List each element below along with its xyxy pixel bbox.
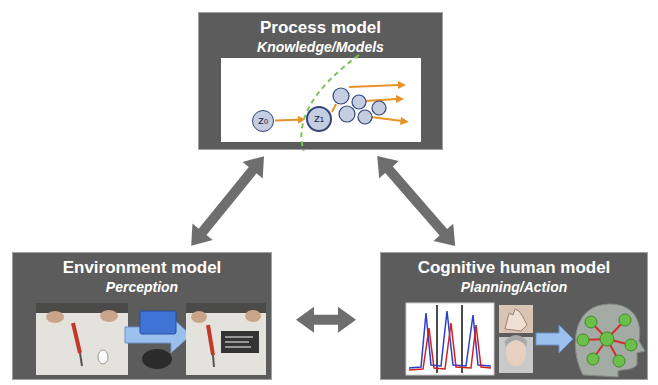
process-arrow bbox=[536, 325, 573, 353]
overlay-line bbox=[225, 336, 253, 338]
model-box: Process modelKnowledge/Models z₀ z₁ bbox=[198, 12, 443, 150]
info-overlay bbox=[221, 331, 259, 353]
network-node bbox=[585, 316, 597, 328]
transition-arrow bbox=[275, 116, 305, 124]
face-photo bbox=[499, 337, 533, 373]
network-node bbox=[613, 355, 625, 367]
photo-ground bbox=[36, 303, 128, 375]
state-circle: z₀ bbox=[252, 110, 274, 132]
result-photo bbox=[186, 303, 266, 375]
overlay-line bbox=[225, 341, 249, 343]
screwdriver-shaft bbox=[80, 353, 82, 366]
network-nodes bbox=[577, 314, 637, 367]
state-label: z₀ bbox=[258, 115, 268, 127]
scene-photo bbox=[36, 303, 128, 375]
hand bbox=[245, 310, 261, 322]
hand bbox=[191, 311, 207, 323]
photo-ground bbox=[186, 303, 266, 375]
double-arrow bbox=[377, 156, 455, 246]
signal-plot bbox=[406, 303, 494, 375]
hand bbox=[100, 310, 118, 322]
hand bbox=[46, 311, 64, 323]
network-node bbox=[577, 334, 589, 346]
model-subtitle: Knowledge/Models bbox=[199, 38, 442, 56]
hand-photo bbox=[499, 305, 533, 333]
arrow-head bbox=[400, 117, 409, 125]
horizon-arc bbox=[301, 55, 359, 151]
state-circle: z₁ bbox=[306, 106, 332, 132]
face-shape bbox=[506, 340, 526, 366]
signal-trace bbox=[409, 311, 491, 368]
state-circle bbox=[339, 106, 355, 122]
transition-line bbox=[349, 85, 399, 87]
network-node bbox=[600, 332, 614, 346]
hand-shape bbox=[505, 309, 527, 331]
model-subtitle: Perception bbox=[13, 278, 271, 296]
model-subtitle: Planning/Action bbox=[381, 278, 647, 296]
network-node bbox=[625, 339, 637, 351]
transition-line bbox=[332, 104, 336, 112]
state-circles bbox=[333, 88, 386, 124]
transition-line bbox=[371, 117, 402, 121]
model-box: Environment modelPerception bbox=[12, 252, 272, 380]
state-circle bbox=[358, 110, 372, 124]
state-circle bbox=[372, 101, 386, 115]
double-arrow bbox=[296, 307, 356, 333]
screwdriver-shaft bbox=[213, 355, 214, 367]
transition-heads bbox=[396, 81, 409, 125]
sensor-device bbox=[140, 311, 176, 334]
sensor-glove bbox=[142, 349, 172, 369]
arrow-head bbox=[396, 95, 404, 103]
picture-ground bbox=[221, 58, 421, 142]
plot-marker bbox=[436, 305, 438, 373]
signal-trace bbox=[409, 323, 491, 370]
hair-shape bbox=[505, 335, 527, 347]
network-node bbox=[619, 314, 631, 326]
state-circle bbox=[333, 88, 349, 104]
network-node bbox=[587, 353, 599, 365]
model-title: Cognitive human model bbox=[381, 258, 647, 278]
plot-marker bbox=[461, 305, 463, 373]
arrow-head bbox=[398, 81, 406, 89]
model-title: Environment model bbox=[13, 258, 271, 278]
workpiece bbox=[98, 350, 108, 364]
screwdriver-handle bbox=[208, 325, 213, 355]
model-title: Process model bbox=[199, 18, 442, 38]
state-label: z₁ bbox=[314, 113, 324, 125]
double-arrow bbox=[191, 156, 264, 246]
state-circle bbox=[352, 95, 366, 109]
model-box: Cognitive human modelPlanning/Action bbox=[380, 252, 648, 380]
overlay-line bbox=[225, 346, 251, 348]
head-profile bbox=[575, 304, 645, 377]
screwdriver-handle bbox=[73, 323, 80, 353]
